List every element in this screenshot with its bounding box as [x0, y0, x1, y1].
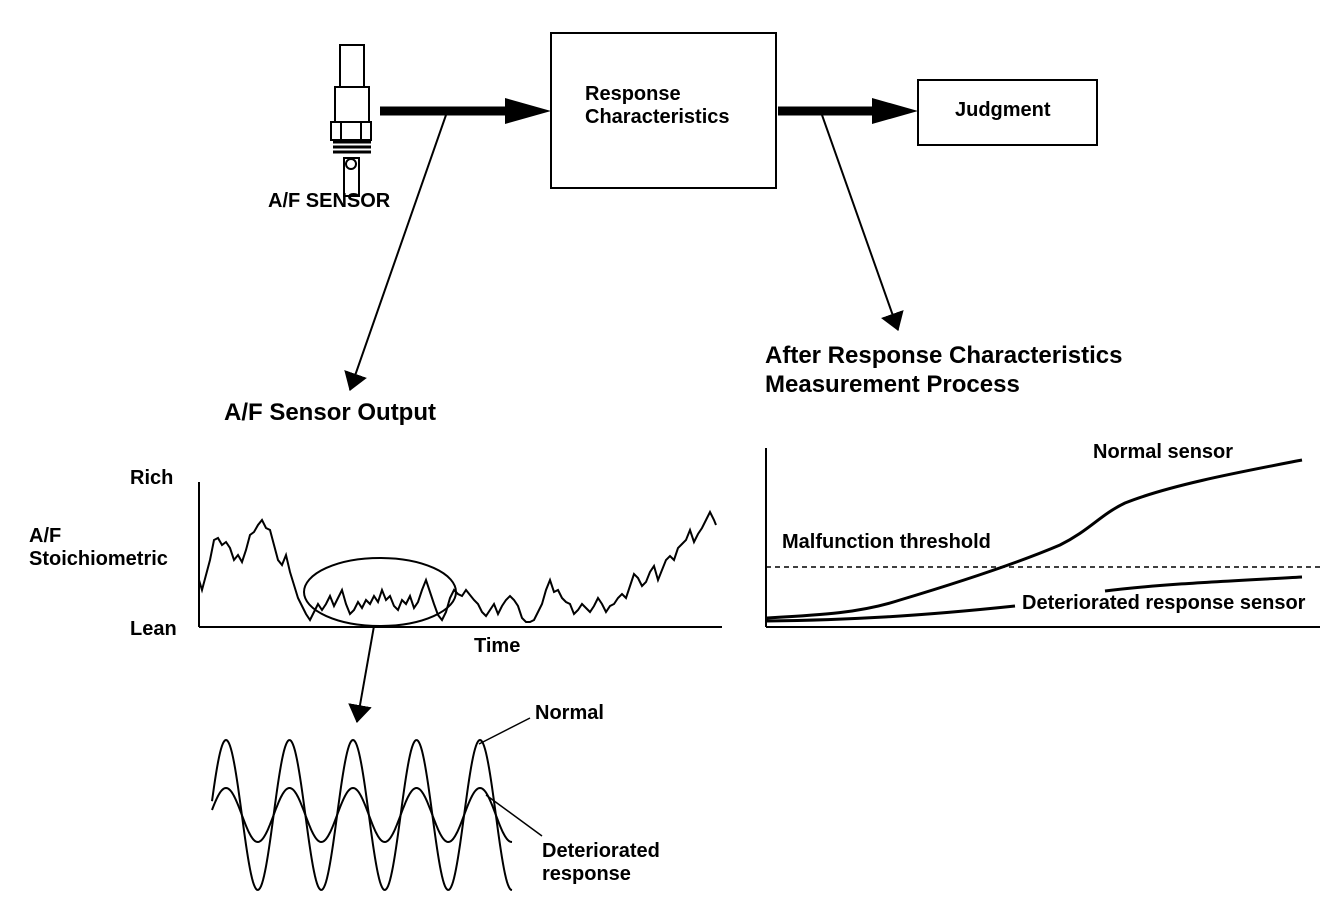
deteriorated-sensor-curve-start: [765, 604, 1016, 623]
response-box-label-line2: Characteristics: [585, 106, 730, 128]
y-tick-lean: Lean: [130, 618, 177, 640]
sensor-label: A/F SENSOR: [268, 190, 391, 212]
response-characteristics-box: [550, 32, 777, 189]
y-axis-label-line1: A/F: [29, 525, 62, 547]
leader-deteriorated: [485, 794, 543, 837]
pointer-arrow-to-sensor-output: [344, 114, 447, 391]
deteriorated-sensor-label: Deteriorated response sensor: [1022, 592, 1306, 614]
deteriorated-sensor-curve-end: [1104, 575, 1303, 593]
measurement-title-line2: Measurement Process: [765, 371, 1020, 398]
judgment-box: [917, 79, 1098, 146]
zoom-label-deteriorated-line1: Deteriorated: [542, 840, 660, 862]
sensor-output-trace: [198, 509, 717, 623]
sensor-output-axes: [198, 482, 722, 628]
pointer-arrow-to-zoom: [348, 625, 375, 723]
x-axis-label-time: Time: [474, 635, 521, 657]
af-sensor-icon: [330, 44, 372, 197]
normal-waveform: [211, 738, 513, 892]
y-axis-label-line2: Stoichiometric: [29, 548, 168, 570]
normal-sensor-curve: [765, 458, 1303, 620]
malfunction-threshold-label: Malfunction threshold: [782, 531, 991, 553]
normal-sensor-label: Normal sensor: [1093, 441, 1234, 463]
highlight-ellipse: [303, 557, 457, 627]
judgment-box-label: Judgment: [955, 99, 1051, 121]
sensor-output-title: A/F Sensor Output: [224, 399, 436, 426]
zoom-label-normal: Normal: [535, 702, 604, 724]
y-tick-rich: Rich: [130, 467, 174, 489]
measurement-axes: [765, 448, 1320, 628]
leader-normal: [478, 717, 531, 745]
pointer-arrow-to-measurement-process: [821, 114, 904, 331]
deteriorated-waveform: [211, 786, 513, 844]
response-box-label-line1: Response: [585, 83, 681, 105]
zoom-label-deteriorated-line2: response: [542, 863, 631, 885]
measurement-title-line1: After Response Characteristics: [765, 342, 1123, 369]
